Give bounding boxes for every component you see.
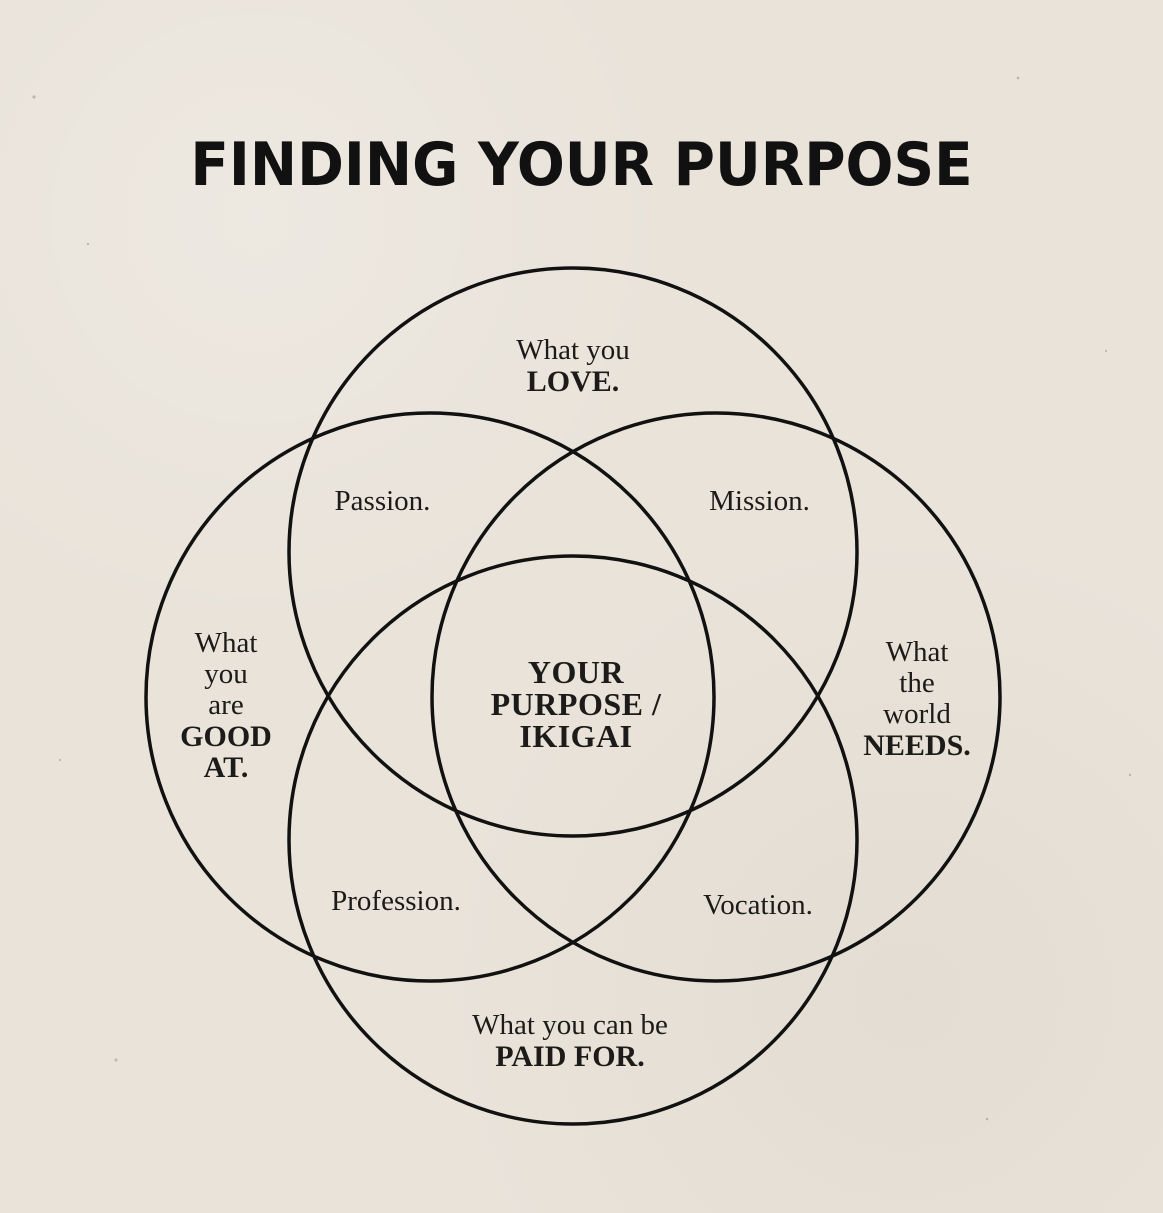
love-label-line-2: LOVE. <box>468 366 678 397</box>
vocation-label: Vocation. <box>703 889 813 921</box>
love-label-suffix: . <box>611 365 620 398</box>
ikigai-center-label: YOUR PURPOSE / IKIGAI <box>456 656 696 752</box>
good-at-line-5: AT. <box>156 752 296 783</box>
passion-label: Passion. <box>334 485 431 517</box>
paid-for-circle <box>287 554 859 1126</box>
good-at-label: What you are GOOD AT. <box>156 627 296 784</box>
good-at-line-4: GOOD <box>180 720 272 753</box>
page-title: FINDING YOUR PURPOSE <box>190 130 973 200</box>
paid-for-label: What you can be PAID FOR. <box>430 1009 710 1073</box>
ikigai-line-1: YOUR <box>527 654 625 690</box>
good-at-keyword: AT <box>203 751 241 784</box>
ikigai-line-3: IKIGAI <box>519 718 633 754</box>
love-label-line-1: What you <box>516 334 630 366</box>
needs-circle <box>430 411 1002 983</box>
paper-speck <box>114 1058 118 1062</box>
paid-for-keyword: PAID FOR <box>495 1040 638 1073</box>
love-label-keyword: LOVE <box>526 365 612 398</box>
needs-line-1: What <box>885 636 949 668</box>
love-label: What you LOVE. <box>468 334 678 398</box>
love-circle <box>287 266 859 838</box>
good-at-line-3: are <box>208 689 244 721</box>
paid-for-line-2: PAID FOR. <box>430 1041 710 1072</box>
paper-speck <box>1016 76 1020 80</box>
paper-speck <box>1104 349 1108 353</box>
good-at-line-2: you <box>204 658 248 690</box>
needs-line-3: world <box>883 698 951 730</box>
good-at-line-1: What <box>194 627 258 659</box>
paper-speck <box>985 1117 989 1121</box>
good-at-circle <box>144 411 716 983</box>
paid-for-line-1: What you can be <box>472 1009 668 1041</box>
paper-speck <box>86 242 90 246</box>
good-at-suffix: . <box>240 751 249 784</box>
needs-label: What the world NEEDS. <box>842 636 992 762</box>
mission-label: Mission. <box>709 485 810 517</box>
ikigai-line-2: PURPOSE / <box>490 686 662 722</box>
needs-line-4: NEEDS. <box>842 730 992 761</box>
needs-line-2: the <box>899 667 935 699</box>
needs-suffix: . <box>963 729 971 762</box>
profession-label: Profession. <box>331 885 461 917</box>
paper-speck <box>58 758 62 762</box>
paper-speck <box>1128 773 1132 777</box>
paid-for-suffix: . <box>637 1040 645 1073</box>
needs-keyword: NEEDS <box>863 729 964 762</box>
paper-speck <box>32 95 36 99</box>
